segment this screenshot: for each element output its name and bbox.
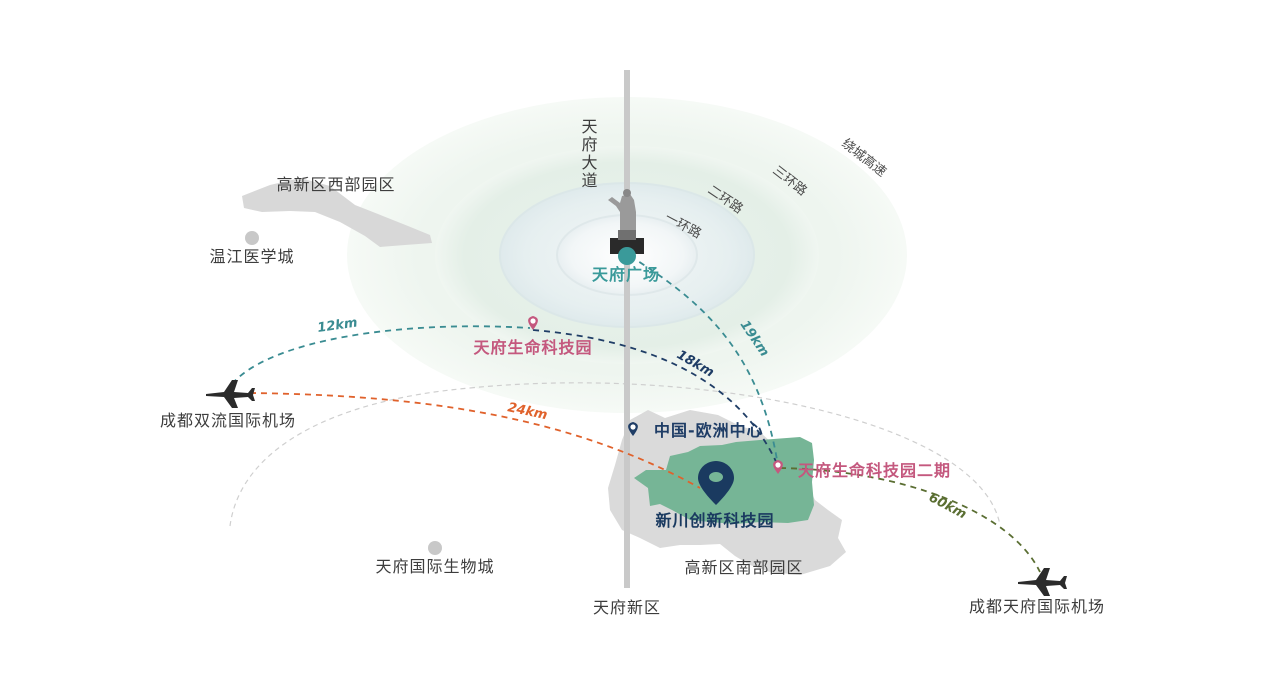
avenue-label: 天 府 大 道 — [581, 117, 598, 190]
gaoxin-west-label: 高新区西部园区 — [276, 175, 395, 194]
location-pin-icon — [773, 460, 783, 474]
avenue-char: 府 — [581, 135, 598, 154]
location-pin-icon — [698, 461, 734, 505]
life-park-label: 天府生命科技园 — [473, 338, 592, 357]
location-pin-icon — [628, 422, 638, 436]
life-park-2-label: 天府生命科技园二期 — [798, 461, 951, 480]
bio-city-dot — [428, 541, 442, 555]
route-19km — [629, 255, 779, 467]
statue-icon — [608, 189, 644, 254]
avenue-char: 道 — [581, 171, 598, 190]
tianfu-new-area-label: 天府新区 — [593, 598, 661, 617]
outer-arc-right — [469, 382, 1001, 526]
routes — [231, 255, 1041, 573]
wenjiang-dot — [245, 231, 259, 245]
bio-city-label: 天府国际生物城 — [375, 557, 494, 576]
wenjiang-label: 温江医学城 — [209, 247, 294, 266]
china-europe-label: 中国-欧洲中心 — [654, 421, 764, 440]
avenue-char: 大 — [581, 153, 598, 172]
distance-12km: 12km — [316, 315, 358, 335]
tianfu-avenue-axis — [624, 70, 630, 588]
route-24km — [249, 392, 701, 489]
route-60km — [779, 467, 1041, 573]
tianfu-airport-label: 成都天府国际机场 — [969, 597, 1105, 616]
location-pin-icon — [528, 316, 538, 330]
route-18km — [532, 329, 779, 467]
outer-arc-left — [229, 387, 471, 527]
gaoxin-south-label: 高新区南部园区 — [684, 558, 803, 577]
airplane-icon — [1018, 568, 1067, 596]
avenue-char: 天 — [581, 117, 598, 136]
center-dot — [618, 247, 636, 265]
route-12km — [231, 325, 531, 385]
xinchuan-label: 新川创新科技园 — [655, 511, 774, 530]
distance-60km: 60km — [926, 490, 969, 522]
gaoxin-west-district — [242, 178, 432, 247]
airplane-icon — [206, 380, 255, 408]
center-label: 天府广场 — [592, 265, 660, 284]
shuangliu-airport-label: 成都双流国际机场 — [160, 411, 296, 430]
